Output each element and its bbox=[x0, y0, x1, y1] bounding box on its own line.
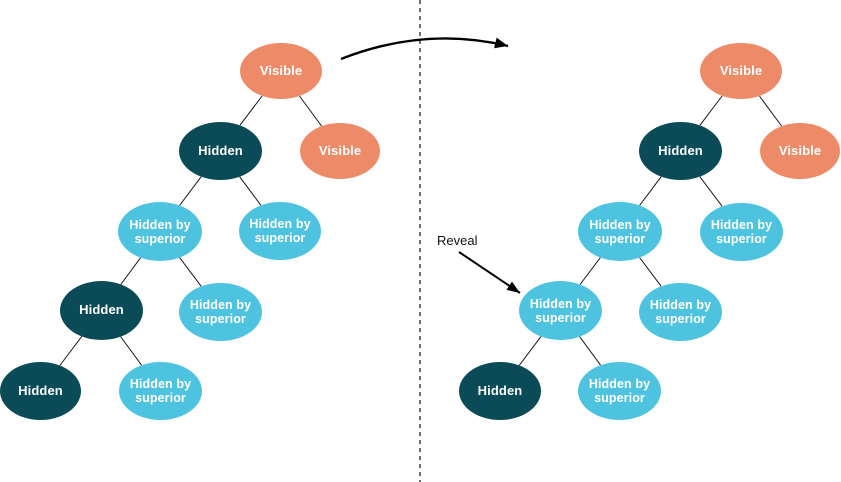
tree-edge bbox=[59, 336, 83, 366]
tree-node-hidden[interactable]: Hidden bbox=[60, 281, 143, 340]
tree-node-label: Hidden bbox=[79, 302, 124, 318]
tree-node-hidden[interactable]: Hidden bbox=[0, 362, 81, 420]
tree-node-superior[interactable]: Hidden by superior bbox=[179, 283, 262, 341]
tree-edge bbox=[299, 95, 323, 127]
tree-node-label: Visible bbox=[778, 142, 822, 158]
transform-arrow-head bbox=[494, 37, 508, 49]
tree-node-visible[interactable]: Visible bbox=[240, 43, 322, 99]
tree-edge bbox=[639, 176, 662, 206]
tree-node-visible[interactable]: Visible bbox=[300, 123, 380, 179]
tree-node-superior[interactable]: Hidden by superior bbox=[519, 281, 602, 340]
tree-node-label: Hidden bbox=[477, 382, 523, 398]
tree-node-label: Hidden bbox=[198, 142, 243, 158]
tree-edge bbox=[518, 336, 542, 366]
reveal-arrow-head bbox=[506, 281, 520, 293]
tree-edge bbox=[699, 95, 723, 126]
tree-node-visible[interactable]: Visible bbox=[760, 123, 840, 179]
tree-node-label: Hidden bbox=[18, 382, 63, 398]
tree-edge bbox=[579, 336, 601, 366]
tree-node-label: Hidden by superior bbox=[529, 296, 592, 325]
tree-node-hidden[interactable]: Hidden bbox=[639, 122, 722, 180]
reveal-annotation-label: Reveal bbox=[437, 233, 478, 248]
tree-edge bbox=[120, 257, 142, 285]
tree-node-superior[interactable]: Hidden by superior bbox=[700, 203, 783, 261]
tree-node-superior[interactable]: Hidden by superior bbox=[639, 283, 722, 341]
tree-node-superior[interactable]: Hidden by superior bbox=[119, 362, 202, 420]
tree-node-label: Hidden by superior bbox=[649, 298, 712, 326]
tree-node-visible[interactable]: Visible bbox=[700, 43, 782, 99]
tree-node-label: Hidden by superior bbox=[588, 377, 651, 405]
tree-node-label: Hidden by superior bbox=[129, 377, 192, 405]
tree-node-label: Hidden by superior bbox=[710, 218, 773, 246]
tree-node-hidden[interactable]: Hidden bbox=[179, 122, 262, 180]
tree-node-superior[interactable]: Hidden by superior bbox=[578, 362, 661, 420]
tree-node-label: Visible bbox=[259, 62, 303, 78]
transform-arrow bbox=[340, 37, 509, 61]
tree-edge bbox=[179, 176, 202, 206]
tree-node-label: Visible bbox=[719, 62, 763, 78]
tree-node-label: Hidden by superior bbox=[189, 298, 252, 326]
tree-node-label: Hidden by superior bbox=[249, 217, 311, 245]
tree-edge bbox=[639, 257, 662, 287]
tree-node-superior[interactable]: Hidden by superior bbox=[578, 202, 662, 261]
reveal-arrow bbox=[458, 251, 521, 294]
tree-node-label: Visible bbox=[318, 142, 362, 158]
tree-edge bbox=[120, 336, 142, 366]
tree-node-superior[interactable]: Hidden by superior bbox=[239, 202, 321, 260]
tree-edge bbox=[579, 257, 601, 285]
tree-node-label: Hidden by superior bbox=[589, 217, 651, 246]
tree-edge bbox=[239, 176, 262, 206]
tree-node-label: Hidden by superior bbox=[129, 217, 191, 246]
tree-node-superior[interactable]: Hidden by superior bbox=[118, 202, 202, 261]
tree-node-hidden[interactable]: Hidden bbox=[459, 362, 541, 420]
tree-edge bbox=[699, 176, 723, 207]
tree-edge bbox=[239, 95, 263, 126]
tree-edge bbox=[759, 95, 783, 127]
tree-edge bbox=[179, 257, 202, 287]
tree-node-label: Hidden bbox=[658, 142, 703, 158]
